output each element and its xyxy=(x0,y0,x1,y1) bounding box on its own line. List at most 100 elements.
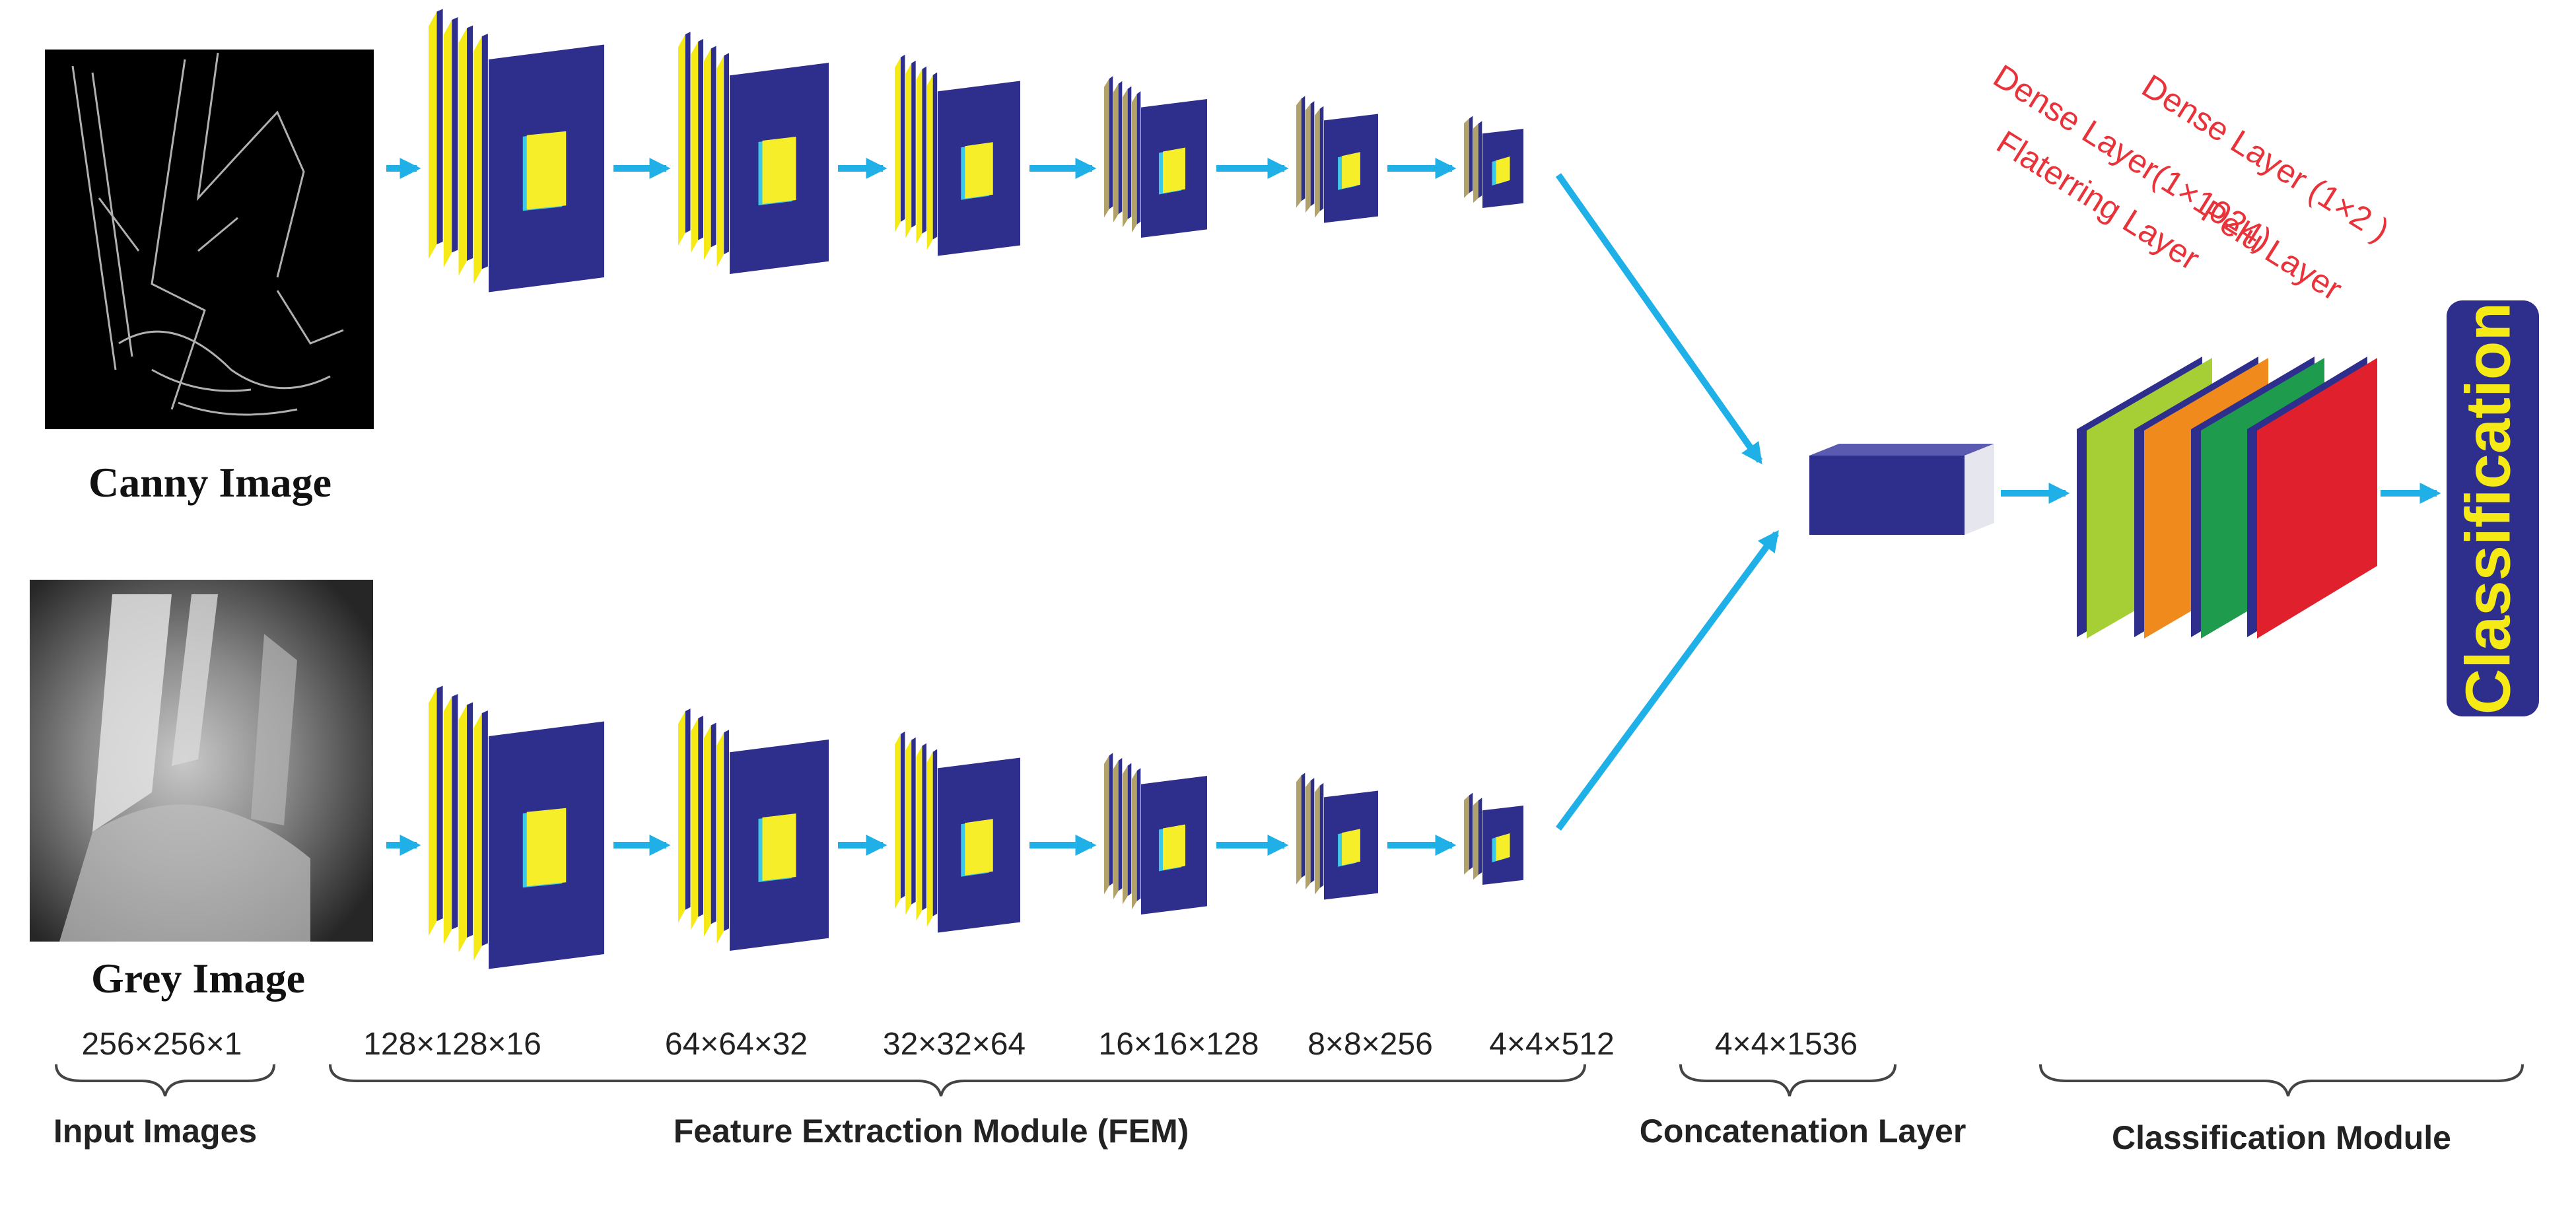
feature-slice xyxy=(429,11,437,259)
feature-slice xyxy=(916,69,922,244)
feature-slice-gap xyxy=(911,737,916,905)
kernel xyxy=(1163,147,1185,193)
feature-slice xyxy=(704,48,711,260)
feature-slice-gap xyxy=(452,17,458,253)
concatenation-block xyxy=(1809,444,1994,535)
grey-feature-stack-2 xyxy=(678,708,829,951)
feature-slice-gap xyxy=(1469,116,1473,193)
dim-fem-6: 4×4×512 xyxy=(1489,1027,1615,1062)
feature-slice-gap xyxy=(1319,106,1324,211)
group-label-fem: Feature Extraction Module (FEM) xyxy=(674,1113,1189,1150)
canny-image xyxy=(45,50,374,429)
dim-fem-5: 8×8×256 xyxy=(1307,1027,1433,1062)
feature-slice-gap xyxy=(711,46,716,248)
feature-slice-gap xyxy=(481,710,488,946)
feature-slice-gap xyxy=(1469,792,1473,870)
feature-slice xyxy=(905,63,912,238)
brace-classification xyxy=(2039,1064,2524,1097)
feature-slice-gap xyxy=(724,730,730,932)
grey-feature-stack-6 xyxy=(1464,792,1523,885)
feature-slice-gap xyxy=(724,53,730,255)
feature-slice xyxy=(905,740,912,915)
feature-slice xyxy=(1113,83,1119,223)
feature-slice-gap xyxy=(1127,763,1132,896)
feature-slice xyxy=(1104,755,1109,895)
grey-feature-stack-1 xyxy=(429,685,604,969)
feature-slice-gap xyxy=(1136,91,1141,225)
dim-fem-3: 32×32×64 xyxy=(883,1027,1026,1062)
feature-slice xyxy=(895,734,901,909)
dense-layer-2 xyxy=(2247,357,2377,639)
feature-slice xyxy=(429,688,437,936)
feature-slice xyxy=(678,34,685,246)
grey-feature-stack-5 xyxy=(1296,773,1378,900)
grey-feature-stack-3 xyxy=(895,731,1020,933)
feature-slice xyxy=(1315,785,1320,895)
feature-slice-gap xyxy=(900,731,905,899)
group-label-concat: Concatenation Layer xyxy=(1640,1113,1967,1150)
kernel xyxy=(762,813,796,881)
feature-slice xyxy=(443,19,452,267)
feature-slice-gap xyxy=(1109,76,1113,209)
bottom-branch-to-concat-arrow xyxy=(1555,530,1780,831)
top-branch-to-concat-arrow xyxy=(1555,173,1763,465)
canny-feature-stack-4 xyxy=(1104,76,1207,238)
feature-slice-gap xyxy=(1478,798,1482,876)
stack-arrows xyxy=(386,157,1457,856)
feature-slice xyxy=(691,718,699,930)
feature-slice-gap xyxy=(922,743,926,911)
feature-slice xyxy=(1123,765,1128,905)
feature-slice-gap xyxy=(685,32,691,233)
feature-slice xyxy=(1473,123,1479,203)
grey-image xyxy=(30,580,373,942)
kernel xyxy=(762,137,796,204)
feature-slice xyxy=(926,751,933,927)
feature-slice xyxy=(473,712,482,961)
feature-slice xyxy=(716,55,724,267)
feature-slice-gap xyxy=(1310,101,1315,207)
canny-feature-stack-1 xyxy=(429,9,604,293)
feature-slice-gap xyxy=(685,708,691,910)
feature-slice xyxy=(458,705,468,953)
dim-fem-2: 64×64×32 xyxy=(665,1027,808,1062)
canny-feature-stack-6 xyxy=(1464,116,1523,208)
feature-slice-gap xyxy=(1118,757,1123,891)
feature-slice-gap xyxy=(481,33,488,269)
feature-slice-gap xyxy=(452,693,458,930)
feature-slice xyxy=(926,75,933,250)
feature-slice-gap xyxy=(1301,96,1305,201)
feature-slice-gap xyxy=(1127,86,1132,219)
feature-slice xyxy=(443,696,452,944)
feature-stacks xyxy=(429,9,1523,969)
feature-slice xyxy=(1132,94,1137,233)
feature-slice-gap xyxy=(467,25,473,261)
feature-slice xyxy=(1104,79,1109,218)
kernel xyxy=(965,142,993,199)
brace-concat xyxy=(1679,1064,1897,1097)
feature-slice-gap xyxy=(932,749,938,916)
kernel xyxy=(965,819,993,876)
feature-slice xyxy=(1123,88,1128,228)
feature-slice xyxy=(1315,108,1320,218)
connector-arrows xyxy=(1555,173,2441,831)
feature-slice xyxy=(895,57,901,232)
feature-slice-gap xyxy=(932,72,938,240)
classification-output-label: Classification xyxy=(2453,302,2523,714)
dim-input: 256×256×1 xyxy=(82,1027,242,1062)
feature-slice xyxy=(1305,104,1311,213)
brace-fem xyxy=(329,1064,1586,1097)
canny-feature-stack-3 xyxy=(895,54,1020,256)
kernel xyxy=(1496,156,1510,184)
feature-slice-gap xyxy=(698,715,704,917)
kernel xyxy=(1496,833,1510,861)
feature-slice xyxy=(1296,98,1302,208)
kernel xyxy=(1163,824,1185,870)
group-label-classification: Classification Module xyxy=(2112,1119,2451,1156)
dim-concat: 4×4×1536 xyxy=(1715,1027,1858,1062)
feature-slice xyxy=(473,36,482,284)
feature-slice-gap xyxy=(1136,768,1141,901)
feature-slice-gap xyxy=(1118,81,1123,215)
feature-slice xyxy=(1132,771,1137,910)
kernel xyxy=(1342,152,1360,189)
feature-slice xyxy=(716,732,724,944)
